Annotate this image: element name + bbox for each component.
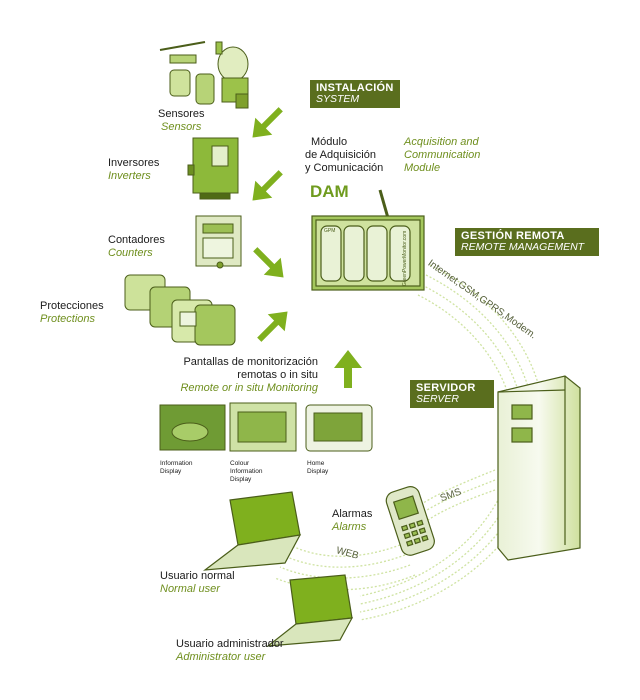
module-label-en: Acquisition and Communication Module bbox=[404, 136, 480, 175]
server-subtitle: SERVER bbox=[416, 393, 459, 405]
display-home-line2: Display bbox=[307, 468, 329, 475]
protections-image bbox=[124, 274, 236, 346]
device-counters-label: Contadores Counters bbox=[108, 234, 165, 260]
display-colour-line1: Colour bbox=[230, 460, 250, 467]
display-home-label: Home Display bbox=[307, 460, 328, 476]
module-label-es-line2: de Adquisición bbox=[305, 149, 376, 161]
home-display-image bbox=[305, 404, 373, 452]
device-protections-label: Protecciones Protections bbox=[40, 300, 104, 326]
remote-management-title: GESTIÓN REMOTA bbox=[461, 230, 565, 242]
module-label-en-line3: Module bbox=[404, 162, 441, 174]
installation-subtitle: SYSTEM bbox=[316, 93, 360, 105]
user-admin-es: Usuario administrador bbox=[176, 638, 284, 650]
user-normal-label: Usuario normal Normal user bbox=[160, 570, 235, 596]
device-protections-es: Protecciones bbox=[40, 300, 104, 312]
display-information-line2: Display bbox=[160, 468, 182, 475]
display-colour-line3: Display bbox=[230, 476, 252, 483]
module-label-en-line1: Acquisition and bbox=[404, 136, 479, 148]
wireless-waves bbox=[274, 469, 496, 591]
user-admin-label: Usuario administrador Administrator user bbox=[176, 638, 284, 664]
phone-image bbox=[385, 486, 435, 556]
module-label-es-line3: y Comunicación bbox=[305, 162, 384, 174]
inverter-image bbox=[187, 137, 239, 200]
server-title: SERVIDOR bbox=[416, 382, 476, 394]
alarms-es: Alarmas bbox=[332, 508, 373, 520]
remote-management-subtitle: REMOTE MANAGEMENT bbox=[461, 241, 585, 253]
user-admin-en: Administrator user bbox=[176, 651, 266, 663]
monitoring-es-line1: Pantallas de monitorización bbox=[183, 356, 318, 368]
display-colour-label: Colour Information Display bbox=[230, 460, 263, 484]
monitoring-label: Pantallas de monitorización remotas o in… bbox=[168, 356, 318, 395]
alarms-en: Alarms bbox=[332, 521, 367, 533]
device-sensors-es: Sensores bbox=[158, 108, 205, 120]
device-inverters-label: Inversores Inverters bbox=[108, 157, 159, 183]
display-information-line1: Information bbox=[160, 460, 193, 467]
module-label-es-line1: Módulo bbox=[311, 136, 348, 148]
display-colour-line2: Information bbox=[230, 468, 263, 475]
arrow-icons bbox=[252, 107, 362, 388]
server-header: SERVIDOR SERVER bbox=[410, 380, 494, 408]
device-counters-es: Contadores bbox=[108, 234, 165, 246]
information-display-image bbox=[159, 404, 226, 451]
device-protections-en: Protections bbox=[40, 313, 96, 325]
monitoring-en: Remote or in situ Monitoring bbox=[180, 382, 318, 394]
dam-module-image bbox=[311, 189, 425, 291]
dam-brand: GreenPowerMonitor.com bbox=[402, 230, 408, 286]
dam-acronym: DAM bbox=[310, 182, 349, 201]
device-inverters-en: Inverters bbox=[108, 170, 151, 182]
user-normal-es: Usuario normal bbox=[160, 570, 235, 582]
remote-management-header: GESTIÓN REMOTA REMOTE MANAGEMENT bbox=[455, 228, 599, 256]
device-inverters-es: Inversores bbox=[108, 157, 160, 169]
user-normal-en: Normal user bbox=[160, 583, 220, 595]
device-sensors-label: Sensores Sensors bbox=[158, 108, 204, 134]
installation-header: INSTALACIÓN SYSTEM bbox=[310, 80, 400, 108]
alarms-label: Alarmas Alarms bbox=[332, 508, 372, 534]
server-image bbox=[497, 375, 581, 561]
dam-brand-short: GPM bbox=[324, 228, 336, 234]
device-counters-en: Counters bbox=[108, 247, 153, 259]
module-label-en-line2: Communication bbox=[404, 149, 481, 161]
monitoring-es-line2: remotas o in situ bbox=[237, 369, 318, 381]
colour-display-image bbox=[229, 402, 297, 452]
laptop-normal-image bbox=[202, 491, 302, 571]
laptop-admin-image bbox=[266, 574, 354, 647]
sensors-image bbox=[159, 41, 249, 109]
display-information-label: Information Display bbox=[160, 460, 193, 476]
module-label-es: Módulo de Adquisición y Comunicación bbox=[305, 136, 383, 175]
counter-image bbox=[195, 215, 242, 269]
display-home-line1: Home bbox=[307, 460, 325, 467]
device-sensors-en: Sensors bbox=[161, 121, 202, 133]
installation-title: INSTALACIÓN bbox=[316, 82, 394, 94]
